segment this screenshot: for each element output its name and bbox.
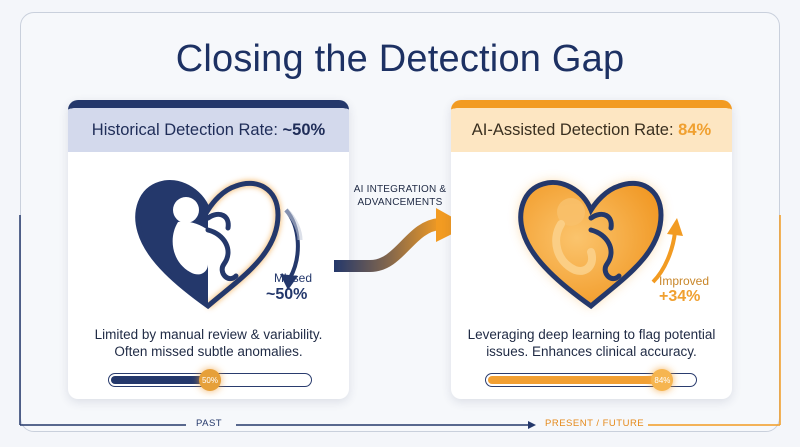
- historical-note-value: ~50%: [266, 286, 308, 303]
- ai-note-value: +34%: [659, 288, 701, 305]
- page-title: Closing the Detection Gap: [175, 38, 625, 80]
- historical-progress-bar: 50%: [108, 369, 312, 391]
- historical-card: Historical Detection Rate: ~50% Missed ~…: [68, 100, 349, 399]
- heart-fetus-icon: [518, 180, 683, 310]
- transition-label-line2: ADVANCEMENTS: [357, 197, 443, 208]
- ai-header-rate: 84%: [678, 120, 712, 139]
- ai-description-line2: issues. Enhances clinical accuracy.: [486, 344, 697, 359]
- ai-progress-fill: [488, 376, 661, 384]
- historical-header-rate: ~50%: [282, 120, 326, 139]
- historical-card-header: Historical Detection Rate: ~50%: [68, 108, 349, 152]
- timeline-past-label: PAST: [196, 418, 223, 429]
- ai-assisted-card: AI-Assisted Detection Rate: 84% Improved…: [451, 100, 732, 399]
- historical-description: Limited by manual review & variability. …: [78, 326, 339, 360]
- historical-progress-fill: [111, 376, 208, 384]
- transition-label: AI INTEGRATION & ADVANCEMENTS: [345, 183, 455, 209]
- ai-card-header: AI-Assisted Detection Rate: 84%: [451, 108, 732, 152]
- ai-note-label: Improved: [659, 274, 710, 288]
- historical-progress-knob: 50%: [199, 369, 221, 391]
- timeline-arrow-icon: [528, 421, 536, 429]
- ai-header-label: AI-Assisted Detection Rate:: [471, 120, 674, 139]
- ai-progress-bar: 84%: [485, 369, 697, 391]
- historical-description-line2: Often missed subtle anomalies.: [114, 344, 303, 359]
- ai-progress-knob: 84%: [651, 369, 674, 391]
- transition-arrow-icon: [334, 208, 468, 272]
- transition-label-line1: AI INTEGRATION &: [353, 184, 447, 195]
- ai-description-line1: Leveraging deep learning to flag potenti…: [467, 327, 716, 342]
- heart-fetus-icon: [135, 180, 303, 310]
- historical-description-line1: Limited by manual review & variability.: [94, 327, 323, 342]
- historical-header-label: Historical Detection Rate:: [91, 120, 278, 139]
- ai-description: Leveraging deep learning to flag potenti…: [461, 326, 722, 360]
- timeline-present-label: PRESENT / FUTURE: [545, 418, 645, 429]
- historical-note-label: Missed: [274, 271, 313, 285]
